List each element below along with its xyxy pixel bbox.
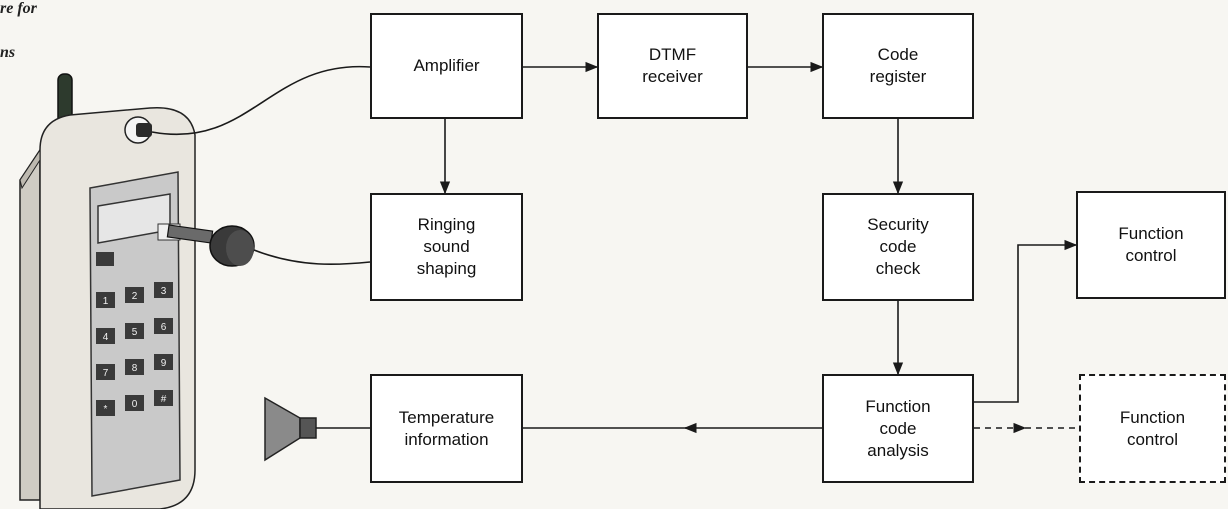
loudspeaker-icon	[265, 398, 316, 460]
function-key	[96, 252, 114, 266]
wire-plug-to-ringing	[254, 250, 370, 264]
keypad-key: 2	[125, 287, 144, 303]
dtmf-receiver-block: DTMF receiver	[597, 13, 748, 119]
keypad-key-label: 3	[161, 286, 167, 297]
mobile-phone-illustration: 1 2 3 4 5 6 7 8 9 * 0 #	[20, 74, 254, 509]
keypad-key: *	[96, 400, 115, 416]
security-code-check-block: Security code check	[822, 193, 974, 301]
phone-body-side	[20, 150, 40, 500]
function-control-block: Function control	[1076, 191, 1226, 299]
keypad-key: #	[154, 390, 173, 406]
keypad-key: 6	[154, 318, 173, 334]
keypad-key-label: 2	[132, 291, 138, 302]
keypad-key-label: 4	[103, 332, 109, 343]
keypad-key-label: 6	[161, 322, 167, 333]
code-register-block: Code register	[822, 13, 974, 119]
figure-caption-line-2: ns	[0, 44, 15, 62]
amplifier-block: Amplifier	[370, 13, 523, 119]
keypad-key: 4	[96, 328, 115, 344]
keypad-key-label: 1	[103, 296, 109, 307]
keypad-key-label: 9	[161, 358, 167, 369]
keypad-key-label: 5	[132, 327, 138, 338]
keypad-key-label: *	[104, 404, 108, 415]
arrow-analysis-to-function-control	[974, 245, 1076, 402]
keypad-key-label: 0	[132, 399, 138, 410]
keypad-key: 8	[125, 359, 144, 375]
keypad-key-label: 8	[132, 363, 138, 374]
keypad-key-label: #	[161, 394, 167, 405]
keypad-key: 5	[125, 323, 144, 339]
figure-caption-line-1: re for	[0, 0, 37, 18]
keypad-key: 0	[125, 395, 144, 411]
keypad-key: 3	[154, 282, 173, 298]
keypad-key: 9	[154, 354, 173, 370]
keypad-key: 1	[96, 292, 115, 308]
function-control-optional-block: Function control	[1079, 374, 1226, 483]
function-code-analysis-block: Function code analysis	[822, 374, 974, 483]
keypad-key-label: 7	[103, 368, 109, 379]
keypad-key: 7	[96, 364, 115, 380]
ringing-sound-shaping-block: Ringing sound shaping	[370, 193, 523, 301]
temperature-information-block: Temperature information	[370, 374, 523, 483]
